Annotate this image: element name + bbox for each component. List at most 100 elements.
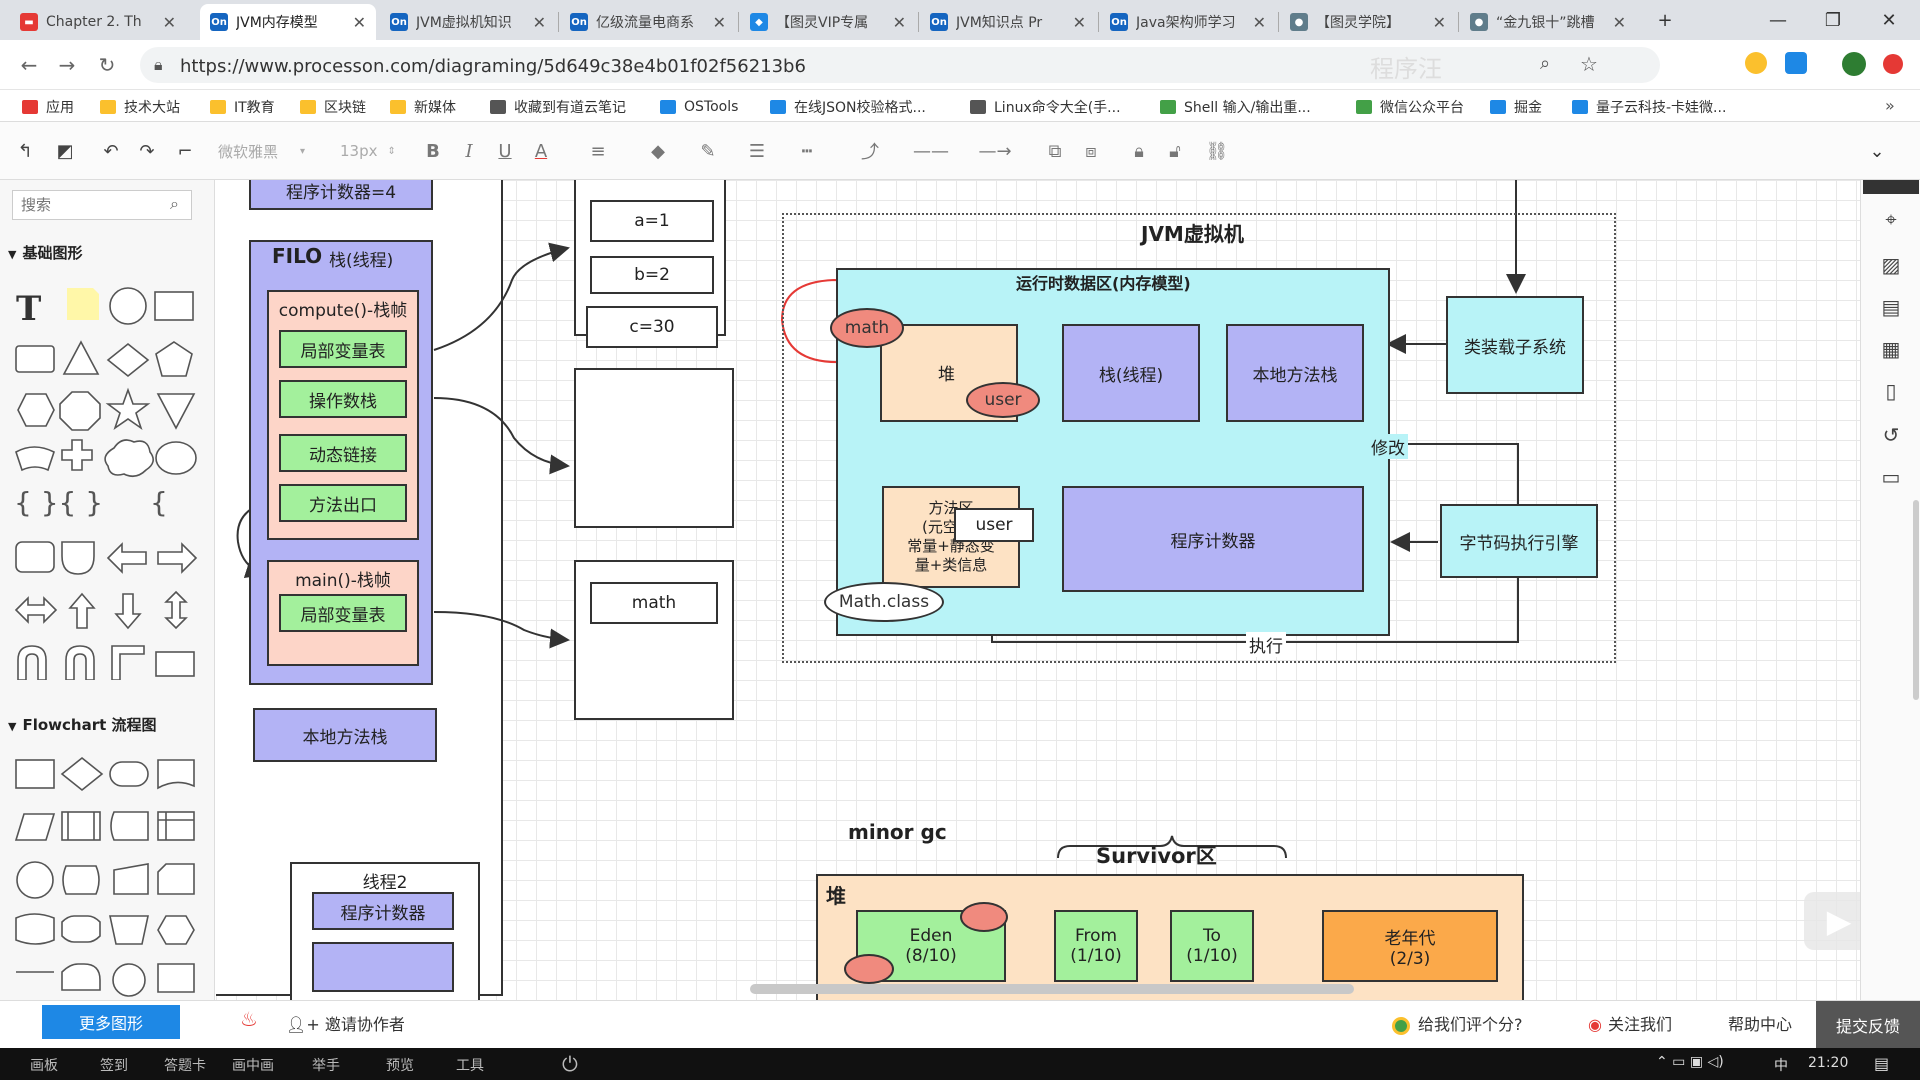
close-window-button[interactable]: ✕ [1881,9,1897,31]
bookmark-item[interactable]: 技术大站 [100,96,180,118]
close-tab-icon[interactable]: ✕ [1612,12,1626,32]
more-bookmarks-icon[interactable]: » [1885,96,1895,115]
program-counter-top[interactable]: 程序计数器=4 [249,180,433,210]
bookmark-item[interactable]: 新媒体 [390,96,456,118]
unlock-shape-icon[interactable]: 🔓︎ [1169,140,1181,162]
rate-us-button[interactable]: 给我们评个分? [1392,1011,1523,1035]
bookmark-item[interactable]: OSTools [660,96,738,118]
jvm-container[interactable] [782,213,1616,663]
back-icon[interactable]: ← [20,53,38,77]
format-icon[interactable]: ◩ [56,140,74,162]
math-class-ellipse[interactable]: Math.class [824,582,944,622]
align-icon[interactable]: ≡ [590,140,606,162]
url-text[interactable]: https://www.processon.com/diagraming/5d6… [180,56,806,77]
right-scrollbar[interactable] [1913,500,1919,700]
theme-icon[interactable]: ▤ [1881,295,1901,319]
bookmark-item[interactable]: 区块链 [300,96,366,118]
math-object-ellipse[interactable]: math [830,308,904,348]
play-icon[interactable]: ▶ [1804,892,1860,950]
reload-icon[interactable]: ↻ [98,53,116,77]
dynamic-link[interactable]: 动态链接 [279,434,407,472]
close-tab-icon[interactable]: ✕ [352,12,366,32]
main-local-vars-table[interactable]: 局部变量表 [279,594,407,632]
tray-icons[interactable]: ⌃ ▭ ▣ ◁) [1656,1054,1724,1070]
line-style-icon[interactable]: ┅ [801,140,813,162]
redo-icon[interactable]: ↷ [139,140,155,162]
var-b[interactable]: b=2 [590,256,714,294]
search-icon[interactable]: ⌕ [170,194,179,213]
ime-indicator[interactable]: 中 [1774,1058,1788,1074]
operand-stack[interactable]: 操作数栈 [279,380,407,418]
main-frame[interactable]: main()-栈帧 [267,560,419,666]
zoom-icon[interactable]: ⌕ [1540,53,1551,74]
history-icon[interactable]: ↺ [1882,423,1900,447]
forward-icon[interactable]: → [58,53,76,77]
line-end-icon[interactable]: —→ [978,140,1012,162]
feedback-button[interactable]: 提交反馈 [1816,1001,1920,1049]
eden-object-ellipse-2[interactable] [844,954,894,984]
bookmark-item[interactable]: 在线JSON校验格式... [770,96,926,118]
collapse-toolbar-icon[interactable]: ⌄ [1869,140,1885,162]
bring-front-icon[interactable]: ⧉ [1048,140,1062,162]
taskbar-item[interactable]: 画板 [30,1058,58,1074]
bookmark-item[interactable]: IT教育 [210,96,275,118]
java-icon[interactable]: ♨ [240,1007,258,1031]
thread2-program-counter[interactable]: 程序计数器 [312,892,454,930]
help-center-button[interactable]: 帮助中心 [1728,1015,1793,1034]
italic-button[interactable]: I [465,140,473,162]
bookmark-item[interactable]: Shell 输入/输出重... [1160,96,1311,118]
method-exit[interactable]: 方法出口 [279,484,407,522]
font-size-select[interactable]: 13px⇕ [340,142,396,160]
canvas-horizontal-scrollbar[interactable] [750,984,1354,994]
bookmark-item[interactable]: 收藏到有道云笔记 [490,96,626,118]
tab-0[interactable]: ▬Chapter 2. Th✕ [10,4,186,40]
close-tab-icon[interactable]: ✕ [532,12,546,32]
bold-button[interactable]: B [426,140,440,162]
user-object-ellipse[interactable]: user [966,382,1040,418]
invite-collaborator-button[interactable]: 👤︎+ 邀请协作者 [286,1015,405,1034]
bookmark-item[interactable]: 微信公众平台 [1356,96,1464,118]
connector-icon[interactable]: ⤴ [861,142,879,163]
power-icon[interactable]: ⏻ [562,1052,578,1076]
close-tab-icon[interactable]: ✕ [712,12,726,32]
extension-icon-2[interactable] [1785,52,1807,74]
eden-object-ellipse[interactable] [960,902,1008,932]
avatar[interactable] [1842,52,1866,76]
bookmark-item[interactable]: 量子云科技-卡娃微... [1572,96,1726,118]
send-back-icon[interactable]: ⧈ [1085,140,1097,162]
lock-shape-icon[interactable]: 🔒︎ [1134,140,1144,162]
follow-us-button[interactable]: ◉关注我们 [1588,1015,1672,1034]
stack-thread-box[interactable]: 栈(线程) [1062,324,1200,422]
section-flowchart[interactable]: ▼Flowchart 流程图 [8,716,157,734]
close-tab-icon[interactable]: ✕ [1072,12,1086,32]
native-method-stack[interactable]: 本地方法栈 [1226,324,1364,422]
basic-shapes-grid[interactable]: T { }{ } { [10,280,200,680]
close-tab-icon[interactable]: ✕ [162,12,176,32]
old-generation[interactable]: 老年代 (2/3) [1322,910,1498,982]
user-class-box[interactable]: user [954,508,1034,542]
class-loader-subsystem[interactable]: 类装载子系统 [1446,296,1584,394]
bytecode-execution-engine[interactable]: 字节码执行引擎 [1440,504,1598,578]
close-tab-icon[interactable]: ✕ [1252,12,1266,32]
font-family-select[interactable]: 微软雅黑▾ [218,142,306,161]
local-vars-table[interactable]: 局部变量表 [279,330,407,368]
extension-icon[interactable] [1745,52,1767,74]
tab-4[interactable]: ◆【图灵VIP专属✕ [740,4,916,40]
underline-button[interactable]: U [498,140,512,162]
native-method-stack-left[interactable]: 本地方法栈 [253,708,437,762]
page-icon[interactable]: ▦ [1881,337,1901,361]
menu-icon[interactable] [1883,54,1903,74]
taskbar-item[interactable]: 预览 [386,1058,414,1074]
var-a[interactable]: a=1 [590,200,714,242]
section-basic-shapes[interactable]: ▼基础图形 [8,244,83,262]
thread2-stack[interactable] [312,942,454,992]
url-box[interactable]: 🔒︎ https://www.processon.com/diagraming/… [140,47,1660,83]
from-space[interactable]: From (1/10) [1054,910,1138,982]
close-tab-icon[interactable]: ✕ [1432,12,1446,32]
document-icon[interactable]: ▯ [1885,379,1897,403]
